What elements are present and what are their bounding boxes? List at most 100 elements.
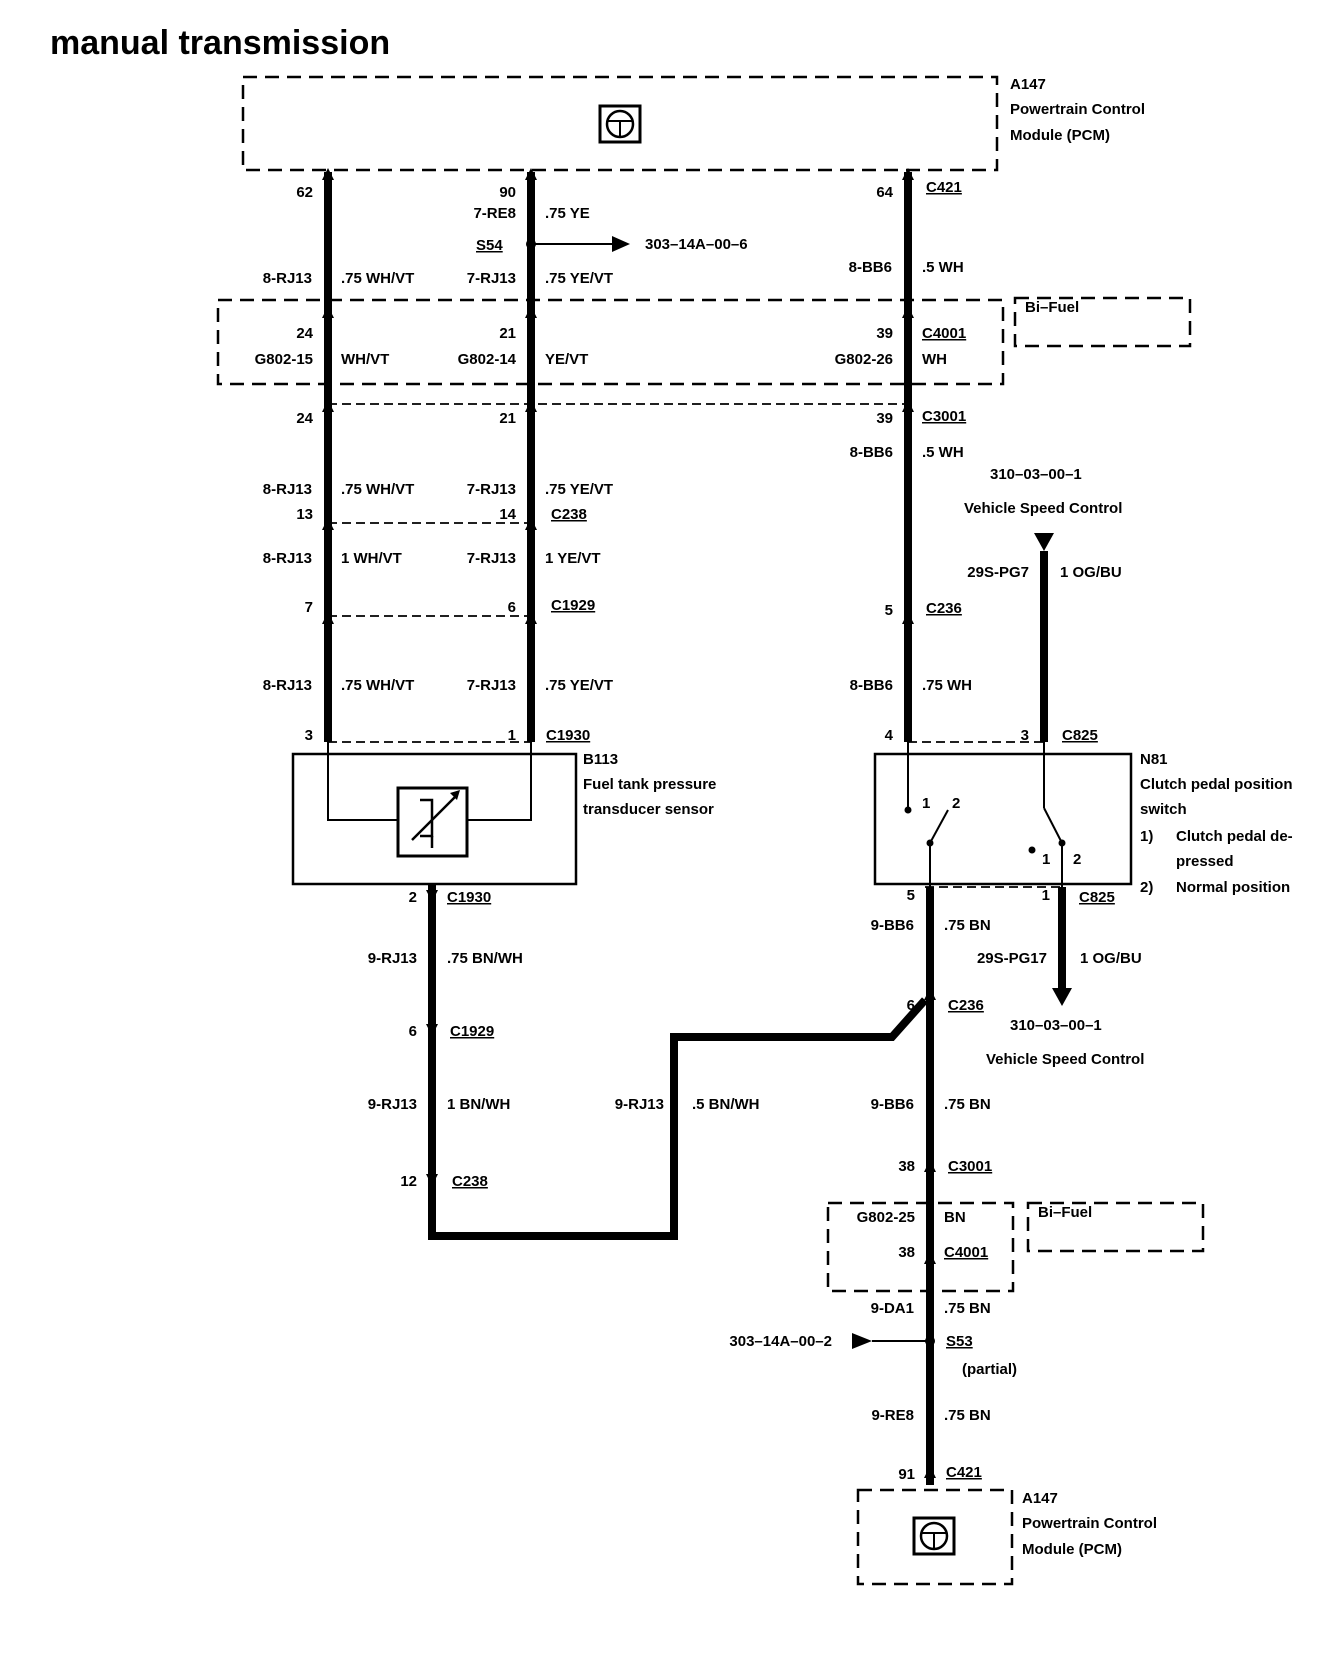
connector-c1930-bottom: C1930 (447, 889, 491, 906)
switch-n81-contact-1a-label: 1 (922, 795, 930, 812)
wire-a-circuit-3: 8-RJ13 (263, 550, 312, 567)
connector-c4001-bottom: C4001 (944, 1244, 988, 1261)
pcm-top-icon (598, 104, 642, 144)
switch-n81-contact-2b-label: 2 (1073, 851, 1081, 868)
wire-c-color-2: .5 WH (922, 444, 964, 461)
splice-s53-note: (partial) (962, 1361, 1017, 1378)
wire-d-circuit: 29S-PG7 (967, 564, 1029, 581)
splice-s53-arrow (852, 1333, 872, 1349)
vsc-top-ref: 310–03–00–1 (990, 466, 1082, 483)
splice-s54-arrow (612, 236, 630, 252)
wire-b-color-2: .75 YE/VT (545, 481, 613, 498)
connector-c1929-bottom: C1929 (450, 1023, 494, 1040)
wire-g-pin-c236: 6 (907, 997, 915, 1014)
sensor-b113-icon (396, 786, 469, 858)
switch-n81-note-1b: pressed (1176, 853, 1234, 870)
connector-c1930-top: C1930 (546, 727, 590, 744)
wire-g-g802: G802-25 (857, 1209, 915, 1226)
wire-f-color-3: .5 BN/WH (692, 1096, 760, 1113)
connector-c4001-top: C4001 (922, 325, 966, 342)
pcm-top-id: A147 (1010, 76, 1046, 93)
wire-e-circuit: 29S-PG17 (977, 950, 1047, 967)
switch-n81-contact-2a-label: 2 (952, 795, 960, 812)
wire-d-color: 1 OG/BU (1060, 564, 1122, 581)
wire-c-circuit-2: 8-BB6 (850, 444, 893, 461)
pcm-bottom-name-2: Module (PCM) (1022, 1541, 1122, 1558)
bifuel-bottom-legend (1026, 1201, 1205, 1253)
bifuel-bottom-label: Bi–Fuel (1038, 1204, 1092, 1221)
wire-a-color-3: 1 WH/VT (341, 550, 402, 567)
wire-b-color-3: 1 YE/VT (545, 550, 601, 567)
wire-a-connector-marks (322, 168, 334, 624)
switch-n81-name-2: switch (1140, 801, 1187, 818)
sensor-b113-lead-right (467, 742, 532, 821)
connector-c238-bottom: C238 (452, 1173, 488, 1190)
wire-b-pin-c238: 14 (499, 506, 516, 523)
wire-a-pin-c4001: 24 (296, 325, 313, 342)
wire-g-color-1: .75 BN (944, 917, 991, 934)
wire-g-circuit-4: 9-RE8 (871, 1407, 914, 1424)
wire-f-color-2: 1 BN/WH (447, 1096, 510, 1113)
connector-c421-top: C421 (926, 179, 962, 196)
wire-b-color-0: .75 YE (545, 205, 590, 222)
wire-c-color-g802: WH (922, 351, 947, 368)
wire-c-pin-c4001: 39 (876, 325, 893, 342)
pcm-top-box (241, 75, 999, 172)
wire-a-color-2: .75 WH/VT (341, 481, 414, 498)
wire-g-pin-pcm: 91 (898, 1466, 915, 1483)
wire-g-color-g802: BN (944, 1209, 966, 1226)
connector-c236-top: C236 (926, 600, 962, 617)
wire-g-circuit-2: 9-BB6 (871, 1096, 914, 1113)
bifuel-bottom-region (826, 1201, 1015, 1293)
wire-g-pin-c825: 5 (907, 887, 915, 904)
wire-b-circuit-1: 7-RJ13 (467, 270, 516, 287)
pcm-bottom-name-1: Powertrain Control (1022, 1515, 1157, 1532)
wire-c-pin-c236: 5 (885, 602, 893, 619)
wire-b-circuit-4: 7-RJ13 (467, 677, 516, 694)
switch-n81-note-2: Normal position (1176, 879, 1290, 896)
connector-c3001-top: C3001 (922, 408, 966, 425)
vsc-top-arrow (1034, 533, 1054, 551)
pcm-top-name-1: Powertrain Control (1010, 101, 1145, 118)
connector-c3001-bottom: C3001 (948, 1158, 992, 1175)
wire-a-g802: G802-15 (255, 351, 313, 368)
vsc-top-name: Vehicle Speed Control (964, 500, 1122, 517)
splice-s54-ref: 303–14A–00–6 (645, 236, 748, 253)
wire-e-pin-c825: 1 (1042, 887, 1050, 904)
bifuel-top-region (216, 298, 1005, 386)
wire-b-color-4: .75 YE/VT (545, 677, 613, 694)
bifuel-top-label: Bi–Fuel (1025, 299, 1079, 316)
wire-b-color-1: .75 YE/VT (545, 270, 613, 287)
wire-f-route (432, 997, 928, 1240)
wire-a-circuit-1: 8-RJ13 (263, 270, 312, 287)
wire-g-circuit-1: 9-BB6 (871, 917, 914, 934)
wire-c-pin-c825: 4 (885, 727, 894, 744)
wire-g-color-3: .75 BN (944, 1300, 991, 1317)
connector-c825-bottom: C825 (1079, 889, 1115, 906)
wire-f-circuit-3: 9-RJ13 (615, 1096, 664, 1113)
switch-n81-name-1: Clutch pedal position (1140, 776, 1293, 793)
wire-b-circuit-2: 7-RJ13 (467, 481, 516, 498)
splice-s54-label: S54 (476, 237, 503, 254)
pcm-bottom-id: A147 (1022, 1490, 1058, 1507)
connector-c825-top: C825 (1062, 727, 1098, 744)
switch-n81-id: N81 (1140, 751, 1168, 768)
wire-c-circuit-3: 8-BB6 (850, 677, 893, 694)
pcm-bottom-box (856, 1488, 1014, 1586)
sensor-b113-name-2: transducer sensor (583, 801, 714, 818)
wire-c-color-3: .75 WH (922, 677, 972, 694)
wire-a-pin-c1929: 7 (305, 599, 313, 616)
wire-b-circuit-0: 7-RE8 (473, 205, 516, 222)
wire-a-pin-c238: 13 (296, 506, 313, 523)
switch-n81-note-2-num: 2) (1140, 879, 1153, 896)
wire-g-pin-c3001: 38 (898, 1158, 915, 1175)
connector-c238-top: C238 (551, 506, 587, 523)
wire-c-connector-marks (902, 168, 914, 624)
wire-a-pin-c3001: 24 (296, 410, 313, 427)
switch-n81-blade-b (1043, 807, 1063, 844)
switch-n81-contact-1b (1028, 846, 1036, 854)
switch-n81-contact-1a (904, 806, 912, 814)
wire-c-g802: G802-26 (835, 351, 893, 368)
wire-a-color-4: .75 WH/VT (341, 677, 414, 694)
connector-c236-bottom: C236 (948, 997, 984, 1014)
